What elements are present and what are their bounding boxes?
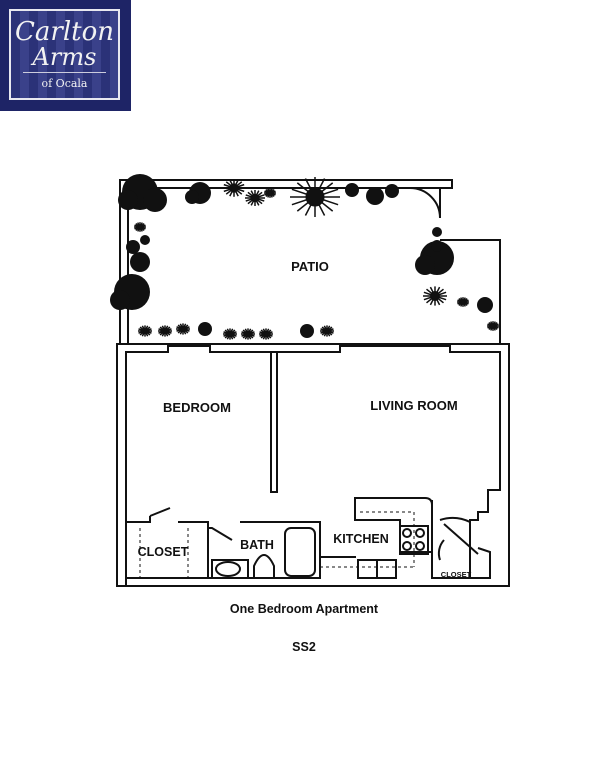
palm-icon: [134, 177, 499, 340]
shrub-icon: [110, 274, 150, 310]
palm-icon: [423, 286, 447, 306]
palm-icon: [223, 179, 245, 197]
palm-icon: [176, 323, 190, 335]
logo-line-3: of Ocala: [41, 77, 88, 90]
palm-icon: [264, 188, 276, 198]
palm-icon: [134, 222, 146, 232]
shrub-icon: [198, 322, 314, 338]
shrub-icon: [118, 174, 167, 212]
room-label-patio: PATIO: [291, 259, 329, 274]
palm-icon: [457, 297, 469, 307]
palm-icon: [487, 321, 499, 331]
unit-code: SS2: [292, 640, 316, 654]
logo-divider: [23, 72, 106, 73]
palm-icon: [259, 328, 273, 340]
logo-line-1: Carlton: [15, 17, 114, 47]
room-label-bath: BATH: [240, 538, 274, 552]
plan-caption: One Bedroom Apartment: [230, 602, 379, 616]
shrub-icon: [415, 227, 454, 275]
palm-icon: [241, 328, 255, 340]
room-label-living-room: LIVING ROOM: [370, 398, 457, 413]
room-label-closet: CLOSET: [138, 545, 189, 559]
palm-icon: [245, 190, 265, 206]
palm-icon: [223, 328, 237, 340]
room-label-bedroom: BEDROOM: [163, 400, 231, 415]
shrub-icon: [185, 182, 211, 204]
room-label-kitchen: KITCHEN: [333, 532, 389, 546]
logo-line-2: Arms: [32, 43, 97, 71]
landscaping-plants: [110, 174, 499, 340]
palm-icon: [158, 325, 172, 337]
room-label-entry-closet: CLOSET: [441, 570, 472, 579]
palm-icon: [320, 325, 334, 337]
carlton-arms-logo: Carlton Arms of Ocala: [0, 0, 131, 111]
shrub-icon: [477, 297, 493, 313]
palm-icon: [138, 325, 152, 337]
palm-icon: [290, 177, 340, 217]
shrub-icon: [126, 235, 150, 272]
shrub-icon: [345, 183, 399, 205]
walls: [116, 179, 510, 587]
